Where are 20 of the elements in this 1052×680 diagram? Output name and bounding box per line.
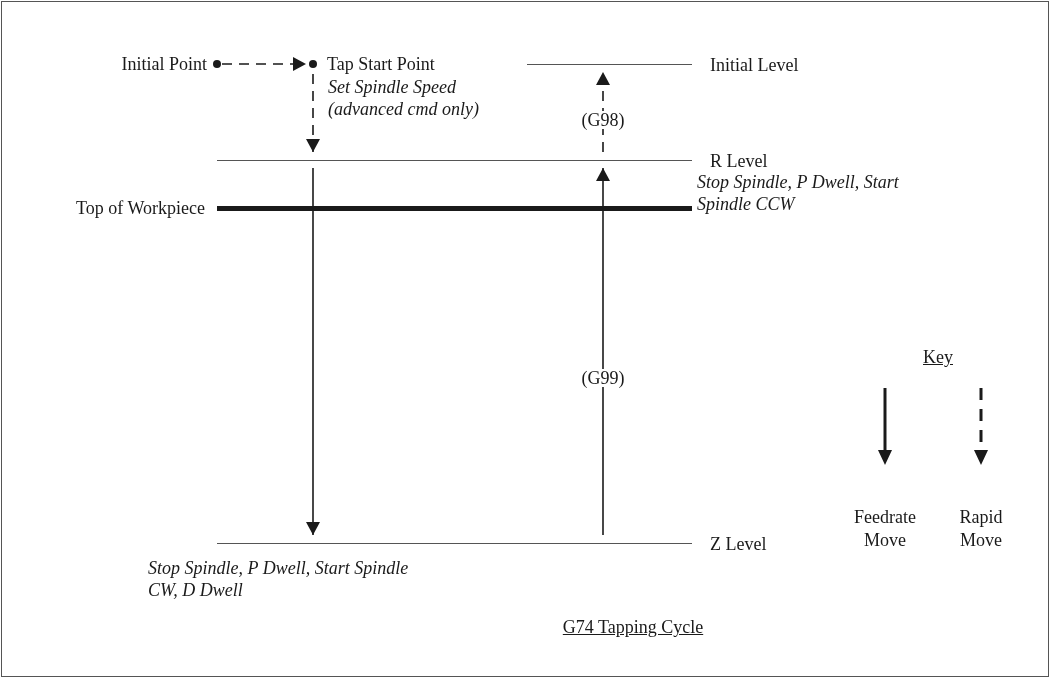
point-label: Initial Point bbox=[121, 55, 207, 73]
diagram-caption: G74 Tapping Cycle bbox=[562, 618, 704, 636]
arrow bbox=[596, 167, 610, 536]
level-label: Z Level bbox=[710, 535, 767, 553]
key-heading: Key bbox=[923, 348, 953, 366]
arrow bbox=[221, 57, 307, 71]
legend-label: Rapid Move bbox=[958, 506, 1004, 553]
level-label: Top of Workpiece bbox=[75, 199, 205, 217]
step-note: Stop Spindle, P Dwell, Start Spindle CW, D Dwell bbox=[148, 558, 410, 602]
step-note: Stop Spindle, P Dwell, Start Spindle CCW bbox=[697, 172, 900, 216]
point-label: Tap Start Point bbox=[327, 55, 435, 73]
level-label: Initial Level bbox=[710, 56, 799, 74]
level-label: R Level bbox=[710, 152, 768, 170]
arrow bbox=[306, 167, 320, 536]
edge-label: (G98) bbox=[579, 111, 627, 129]
arrow bbox=[596, 71, 610, 153]
arrow bbox=[306, 73, 320, 153]
edge-label: (G99) bbox=[579, 369, 627, 387]
step-note: Set Spindle Speed (advanced cmd only) bbox=[328, 77, 480, 121]
legend-label: Feedrate Move bbox=[853, 506, 917, 553]
